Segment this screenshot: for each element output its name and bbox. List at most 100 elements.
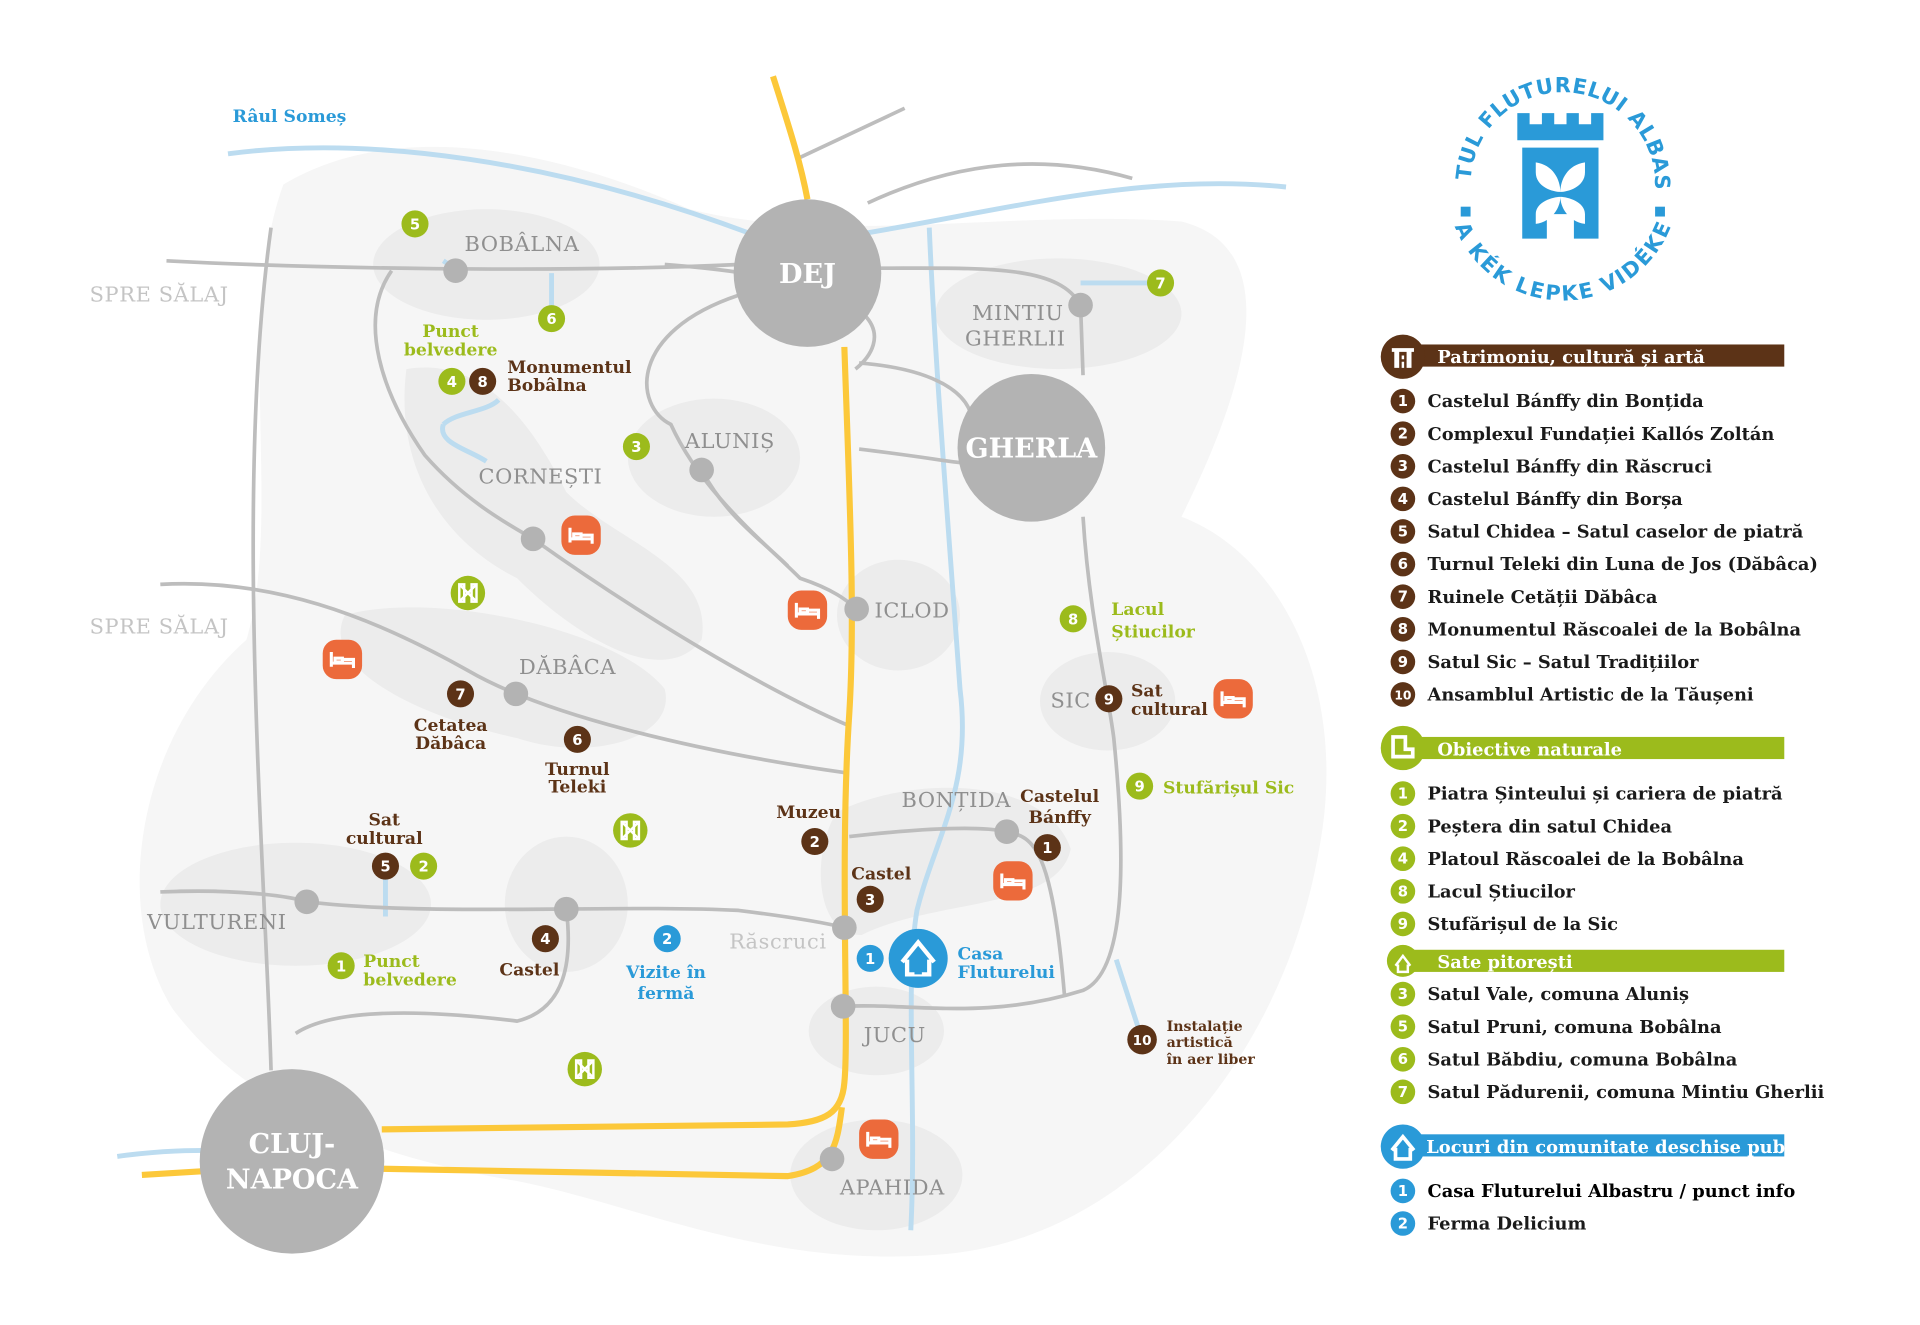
village-label: SIC xyxy=(1051,688,1091,712)
legend-nature-header: Obiective naturale xyxy=(1380,725,1785,771)
marker-community-2[interactable]: 2 xyxy=(653,925,681,953)
village-label: JUCU xyxy=(862,1023,926,1047)
marker-heritage-9[interactable]: 9 xyxy=(1095,685,1123,713)
legend-number-badge xyxy=(1390,551,1416,577)
svg-text:8: 8 xyxy=(1068,611,1078,628)
roads xyxy=(160,106,1133,1071)
marker-nature-7[interactable]: 7 xyxy=(1147,269,1175,297)
city-cluj-napoca[interactable]: CLUJ- NAPOCA xyxy=(199,1069,385,1254)
legend-number: 3 xyxy=(1398,986,1408,1003)
poi-label: Instalație xyxy=(1167,1019,1243,1035)
marker-community-1[interactable]: 1 xyxy=(856,944,884,972)
marker-nature-3[interactable]: 3 xyxy=(622,433,650,461)
marker-nature-8[interactable]: 8 xyxy=(1059,605,1087,633)
marker-nature-4[interactable]: 4 xyxy=(438,367,466,395)
legend-number: 5 xyxy=(1398,523,1408,540)
city-dej[interactable]: DEJ xyxy=(733,199,882,347)
marker-nature-9[interactable]: 9 xyxy=(1126,772,1154,800)
legend-heading: Patrimoniu, cultură și artă xyxy=(1437,347,1705,368)
marker-heritage-7[interactable]: 7 xyxy=(446,680,475,708)
marker-nature-1[interactable]: 1 xyxy=(327,952,355,980)
marker-nature-2[interactable]: 2 xyxy=(410,852,438,880)
legend-item-label: Piatra Șinteului și cariera de piatră xyxy=(1428,784,1783,805)
svg-text:10: 10 xyxy=(1133,1033,1152,1049)
city-label: DEJ xyxy=(779,259,836,290)
marker-heritage-8[interactable]: 8 xyxy=(469,367,497,395)
city-label: NAPOCA xyxy=(226,1164,359,1195)
poi-label: Teleki xyxy=(549,777,607,797)
butterfly-icon[interactable] xyxy=(611,811,649,849)
svg-text:4: 4 xyxy=(447,374,457,391)
poi-label: Turnul xyxy=(545,760,610,780)
legend-number-badge xyxy=(1390,879,1416,904)
legend-item-label: Castelul Bánffy din Bonțida xyxy=(1428,391,1705,412)
legend-number-badge xyxy=(1390,813,1416,839)
poi-label: Bánffy xyxy=(1028,808,1091,828)
legend-number-badge xyxy=(1390,1014,1416,1039)
svg-text:2: 2 xyxy=(810,834,820,851)
bed-icon[interactable] xyxy=(321,638,364,681)
marker-heritage-3[interactable]: 3 xyxy=(856,885,884,913)
village-label: MINTIU xyxy=(972,301,1063,325)
bed-icon[interactable] xyxy=(786,588,829,632)
bed-icon[interactable] xyxy=(1211,677,1255,721)
butterfly-icon[interactable] xyxy=(449,574,487,612)
marker-heritage-1[interactable]: 1 xyxy=(1033,834,1061,862)
legend-item-label: Ferma Delicium xyxy=(1428,1214,1587,1235)
legend-number-badge xyxy=(1390,846,1416,872)
legend-item-label: Stufărișul de la Sic xyxy=(1428,914,1619,935)
marker-heritage-5[interactable]: 5 xyxy=(371,852,399,880)
marker-nature-6[interactable]: 6 xyxy=(538,305,566,333)
legend-number-badge xyxy=(1390,486,1416,512)
legend-number-badge xyxy=(1390,616,1416,642)
house-icon[interactable] xyxy=(888,928,948,988)
legend-number-badge xyxy=(1390,1211,1416,1236)
poi-label: Știucilor xyxy=(1111,622,1195,642)
marker-heritage-4[interactable]: 4 xyxy=(531,925,559,953)
marker-heritage-2[interactable]: 2 xyxy=(801,827,829,856)
bed-icon[interactable] xyxy=(857,1118,901,1161)
city-gherla[interactable]: GHERLA xyxy=(957,374,1106,522)
poi-label: Cetatea xyxy=(414,716,488,736)
svg-text:4: 4 xyxy=(540,931,550,948)
bed-icon[interactable] xyxy=(559,513,603,557)
butterfly-icon[interactable] xyxy=(566,1050,604,1088)
svg-text:ȚINUTUL FLUTURELUI ALBASTRU: ȚINUTUL FLUTURELUI ALBASTRU xyxy=(0,0,1674,190)
poi-label: Castel xyxy=(499,961,559,981)
marker-heritage-10[interactable]: 10 xyxy=(1127,1024,1157,1055)
poi-label: Fluturelui xyxy=(958,963,1056,983)
bed-icon[interactable] xyxy=(991,859,1035,903)
direction-label: SPRE SĂLAJ xyxy=(90,282,229,306)
svg-text:8: 8 xyxy=(478,374,488,391)
svg-text:3: 3 xyxy=(865,892,875,909)
legend-item-label: Satul Pruni, comuna Bobâlna xyxy=(1428,1017,1723,1038)
marker-nature-5[interactable]: 5 xyxy=(401,210,429,238)
marker-heritage-6[interactable]: 6 xyxy=(563,725,591,753)
village-label: BONȚIDA xyxy=(902,788,1012,812)
poi-label: Punct xyxy=(363,952,419,972)
svg-text:5: 5 xyxy=(380,859,390,876)
legend-number: 8 xyxy=(1398,621,1408,638)
legend-number: 6 xyxy=(1398,556,1408,573)
